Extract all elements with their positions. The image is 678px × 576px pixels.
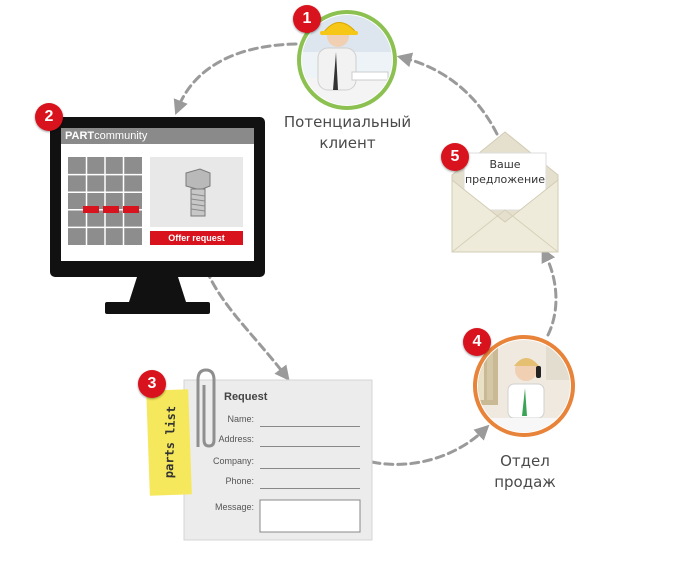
letter-text-line1: Ваше — [489, 158, 521, 171]
arrow-sales-to-offer — [541, 247, 558, 337]
form-input-name[interactable] — [260, 426, 360, 427]
bolt-icon — [185, 168, 211, 217]
portal-brand-bold: PART — [65, 130, 95, 142]
form-input-address[interactable] — [260, 446, 360, 447]
request-title: Request — [224, 391, 268, 403]
form-row-name: Name: — [174, 414, 364, 428]
form-label-message: Message: — [214, 502, 254, 512]
form-label-company: Company: — [212, 456, 254, 466]
request-node — [146, 368, 373, 541]
form-label-phone: Phone: — [225, 476, 254, 486]
sticky-note — [146, 389, 192, 496]
form-row-address: Address: — [174, 434, 364, 448]
client-caption-line1: Потенциальный — [283, 113, 412, 131]
sales-caption-line2: продаж — [494, 473, 556, 491]
sales-caption-line1: Отдел — [500, 452, 550, 470]
form-row-company: Company: — [174, 456, 364, 470]
client-caption-line2: клиент — [319, 134, 376, 152]
portal-node — [50, 117, 265, 314]
monitor-base — [105, 302, 210, 314]
envelope-front — [451, 178, 559, 253]
monitor-neck — [129, 277, 186, 302]
form-label-address: Address: — [218, 434, 254, 444]
form-input-company[interactable] — [260, 468, 360, 469]
arrow-request-to-sales — [370, 424, 490, 466]
arrow-offer-to-client — [396, 52, 499, 136]
portal-brand: PARTcommunity — [65, 129, 147, 143]
portal-header — [61, 128, 254, 144]
letter-text-line2: предложение — [464, 173, 546, 186]
client-caption: Потенциальный клиент — [265, 112, 430, 154]
offer-request-button[interactable]: Offer request — [168, 233, 225, 243]
step-badge-3: 3 — [138, 370, 166, 398]
step-badge-2: 2 — [35, 103, 63, 131]
step-badge-4: 4 — [463, 328, 491, 356]
sales-node — [473, 335, 575, 437]
offer-request-button-bg — [150, 231, 243, 245]
arrow-client-to-portal — [173, 42, 298, 115]
portal-brand-regular: community — [94, 130, 148, 142]
sales-caption: Отдел продаж — [470, 451, 580, 493]
offer-node — [451, 131, 559, 253]
form-row-message: Message: — [174, 502, 364, 516]
request-form: Name: Address: Company: Phone: Message: — [174, 414, 374, 534]
letter-text: Ваше предложение — [464, 157, 546, 187]
form-label-name: Name: — [227, 414, 254, 424]
form-input-phone[interactable] — [260, 488, 360, 489]
paperclip-icon — [196, 368, 216, 448]
form-row-phone: Phone: — [174, 476, 364, 490]
step-badge-5: 5 — [441, 143, 469, 171]
message-box — [259, 499, 361, 533]
step-badge-1: 1 — [293, 5, 321, 33]
